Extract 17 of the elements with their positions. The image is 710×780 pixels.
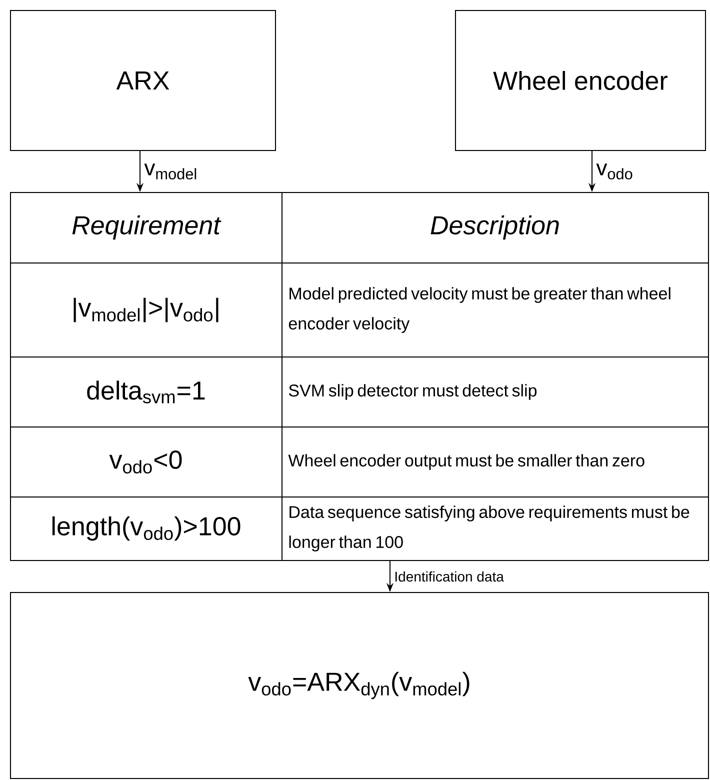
requirement-formula: |v$_{model}$|>|v$_{odo}$| — [74, 298, 218, 322]
column-heading: Description — [430, 215, 559, 240]
requirement-description: Model predicted velocity must be greater than wheel encoder velocity — [288, 287, 670, 333]
requirement-formula: length(v$_{odo}$)>100 — [52, 516, 240, 541]
requirement-description: Data sequence satisfying above requirements must be longer than 100 — [289, 506, 690, 552]
edge-label: Identification data — [395, 571, 504, 582]
table-frame — [10, 192, 709, 561]
source-box: ARX — [10, 10, 276, 151]
column-heading: Requirement — [72, 215, 222, 240]
requirement-formula: v$_{odo}$<0 — [109, 450, 182, 474]
requirement-description: SVM slip detector must detect slip — [288, 384, 537, 400]
formula-box: v$_{odo}$=ARX$_{dyn}$(v$_{model}$) — [10, 592, 709, 779]
requirement-description: Wheel encoder output must be smaller than zero — [288, 454, 644, 470]
edge-label: v$_{model}$ — [144, 164, 196, 180]
edge-label: v$_{odo}$ — [596, 164, 632, 180]
source-box: Wheel encoder — [455, 10, 706, 151]
requirement-formula: delta$_{svm}$=1 — [87, 380, 205, 404]
